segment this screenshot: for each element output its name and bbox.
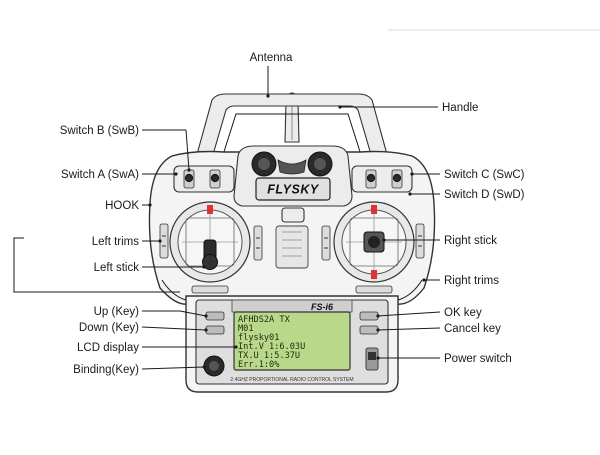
label-switch-d: Switch D (SwD) [444,189,525,201]
label-switch-c: Switch C (SwC) [444,169,525,181]
ok-key[interactable] [359,311,379,321]
lcd-line: TX.U 1:5.37U [238,351,300,361]
left-stick[interactable] [202,239,218,270]
label-right-stick: Right stick [444,235,497,247]
callout-dots [148,94,426,369]
right-trim-vertical[interactable] [415,223,425,259]
label-lcd-display: LCD display [77,342,139,354]
label-handle: Handle [442,102,478,114]
lcd-lines: AFHDS2A TX M01 flysky01 Int.V 1:6.03U TX… [238,315,305,370]
label-antenna: Antenna [250,52,293,64]
label-hook: HOOK [105,200,139,212]
lcd-display [233,311,351,371]
switch-c-toggle[interactable] [365,169,377,189]
transmitter-illustration: FLYSKY [148,92,436,393]
hook [281,207,305,223]
model-label: FS-i6 [311,302,334,312]
label-up-key: Up (Key) [94,306,140,318]
brand-plate [255,177,331,201]
label-ok-key: OK key [444,307,482,319]
label-cancel-key: Cancel key [444,323,501,335]
lcd-line: flysky01 [238,333,279,343]
left-trim-inner[interactable] [253,225,263,261]
left-horizontal-trim[interactable] [191,285,229,294]
right-switch-block [351,165,413,193]
right-trim-inner[interactable] [321,225,331,261]
lcd-line: Err.1:0% [238,360,280,370]
up-key[interactable] [205,311,225,321]
label-left-trims: Left trims [92,236,140,248]
switch-b-toggle[interactable] [183,169,195,189]
switch-d-toggle[interactable] [391,169,403,189]
label-down-key: Down (Key) [79,322,139,334]
brand-label: FLYSKY [267,183,320,197]
label-binding-key: Binding(Key) [73,364,139,376]
left-switch-block [173,165,235,193]
right-stick[interactable] [363,231,385,253]
label-right-trims: Right trims [444,275,499,287]
lcd-line: AFHDS2A TX [238,315,291,325]
lcd-line: Int.V 1:6.03U [238,342,305,352]
callouts: Antenna Handle Switch B (SwB) Switch A (… [13,52,525,376]
label-switch-a: Switch A (SwA) [61,169,139,181]
label-switch-b: Switch B (SwB) [60,125,139,137]
label-left-stick: Left stick [94,262,140,274]
switch-a-toggle[interactable] [209,169,221,189]
center-column [275,225,309,269]
cancel-key[interactable] [359,325,379,335]
lcd-line: M01 [238,324,254,334]
panel-fine-print: 2.4GHZ PROPORTIONAL RADIO CONTROL SYSTEM [230,377,353,383]
down-key[interactable] [205,325,225,335]
label-power-switch: Power switch [444,353,512,365]
right-horizontal-trim[interactable] [355,285,393,294]
